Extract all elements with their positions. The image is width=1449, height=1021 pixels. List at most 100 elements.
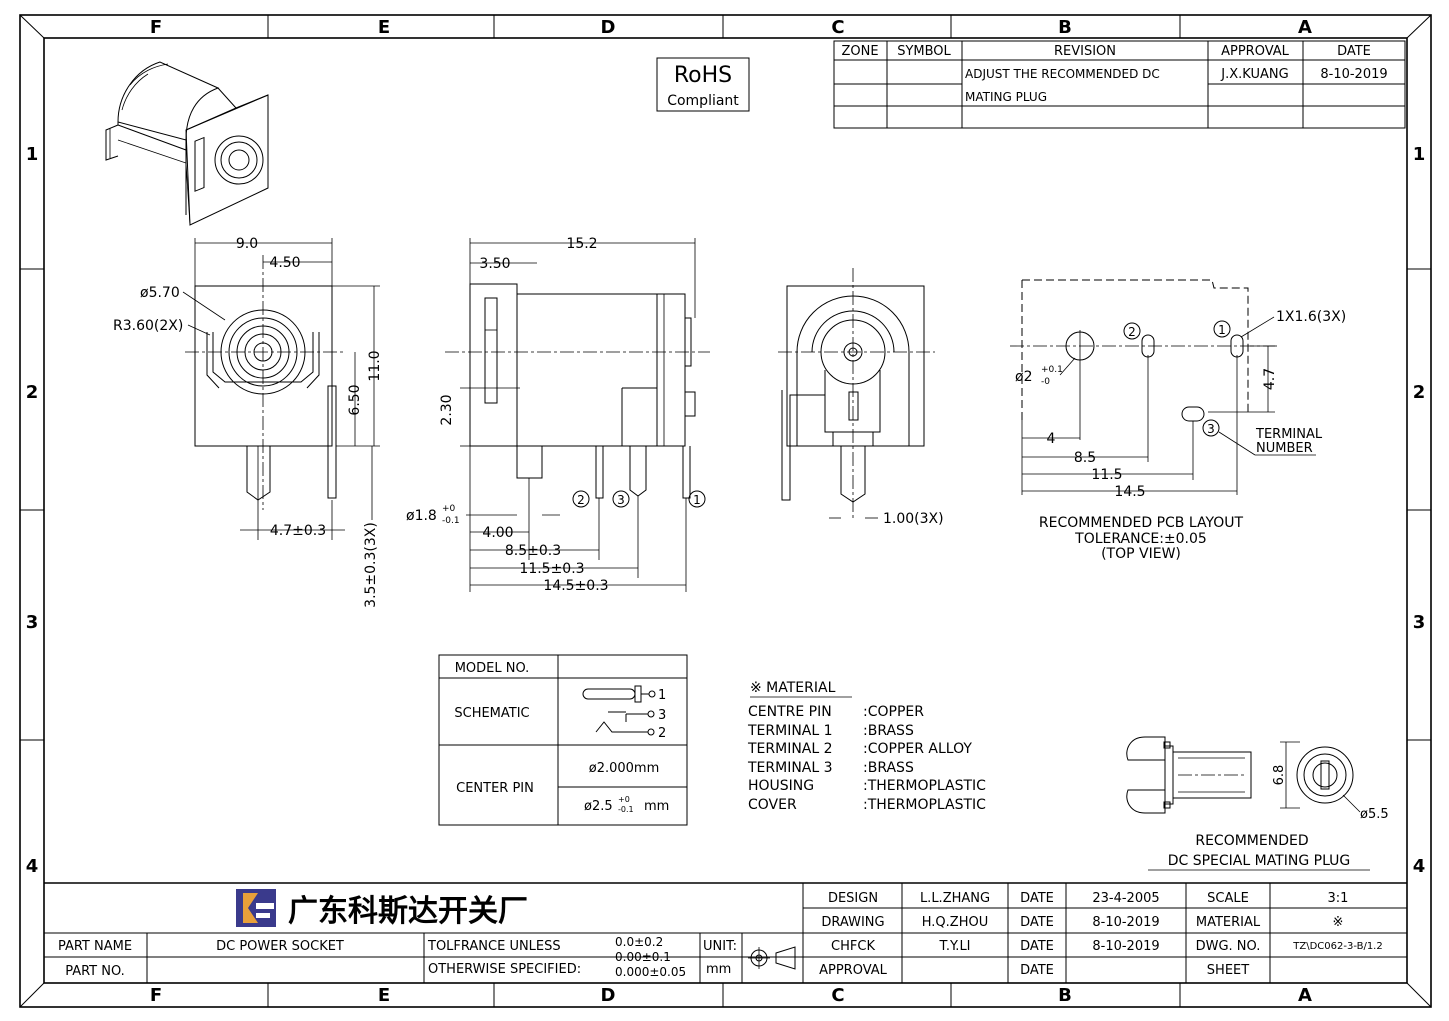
- date-label: DATE: [1020, 915, 1054, 930]
- pcb-hole-tol-plus: +0.1: [1041, 365, 1063, 375]
- sheet-frame: [19, 14, 1432, 1008]
- col-label-top: F: [150, 17, 162, 38]
- check-label: CHFCK: [831, 939, 875, 954]
- material-value: :BRASS: [863, 723, 914, 739]
- material-list: ※ MATERIAL CENTRE PIN :COPPER TERMINAL 1…: [747, 680, 986, 813]
- rohs-stamp: RoHS Compliant: [656, 57, 750, 112]
- side-dim-115: 11.5±0.3: [519, 561, 584, 577]
- center-pin-b-plus: +0: [618, 795, 630, 804]
- material-part: TERMINAL 1: [747, 723, 833, 739]
- check-date: 8-10-2019: [1092, 939, 1159, 954]
- material-part: CENTRE PIN: [748, 704, 832, 720]
- col-label-bottom: C: [831, 985, 844, 1006]
- plug-caption: RECOMMENDED: [1195, 833, 1308, 849]
- dwg-no-label: DWG. NO.: [1196, 939, 1261, 954]
- pcb-hole-tol-minus: -0: [1041, 377, 1050, 387]
- front-diameter-dim: ø5.70: [140, 285, 180, 301]
- row-label-left: 4: [26, 856, 39, 877]
- col-label-bottom: B: [1058, 985, 1072, 1006]
- center-pin-label: CENTER PIN: [456, 781, 534, 796]
- revision-header-revision: REVISION: [1054, 44, 1116, 59]
- front-half-width-dim: 4.50: [269, 255, 300, 271]
- schematic-pin-label: 2: [658, 726, 666, 741]
- projection-symbol-icon: [748, 946, 796, 970]
- pcb-pin-callout: 2: [1128, 325, 1136, 339]
- tolerance-value: 0.000±0.05: [615, 965, 686, 979]
- plug-dia-dim: ø5.5: [1360, 807, 1389, 822]
- pcb-dim-4: 4: [1047, 431, 1056, 447]
- revision-header-approval: APPROVAL: [1221, 44, 1290, 59]
- designer: L.L.ZHANG: [920, 891, 990, 906]
- row-label-right: 3: [1413, 612, 1426, 633]
- date-label: DATE: [1020, 939, 1054, 954]
- material-value: ※: [1333, 915, 1344, 930]
- pcb-slot-dim: 1X1.6(3X): [1276, 309, 1346, 325]
- material-part: HOUSING: [748, 778, 814, 794]
- row-label-left: 2: [26, 382, 39, 403]
- pcb-layout: 4.7 4 8.5 11.5 14.5 ø2 +0.1 -0 1X1.6(3X)…: [1010, 279, 1346, 562]
- drawing-date: 8-10-2019: [1092, 915, 1159, 930]
- revision-text-line2: MATING PLUG: [965, 90, 1047, 104]
- design-label: DESIGN: [828, 891, 878, 906]
- revision-header-symbol: SYMBOL: [897, 44, 951, 59]
- side-pin-tol-plus: +0: [442, 504, 456, 514]
- center-pin-b-unit: mm: [644, 799, 669, 814]
- col-label-top: A: [1298, 17, 1312, 38]
- row-label-left: 3: [26, 612, 39, 633]
- revision-table: ZONE SYMBOL REVISION APPROVAL DATE ADJUS…: [833, 40, 1406, 129]
- row-label-right: 1: [1413, 144, 1426, 165]
- pcb-pin-callout: 1: [1218, 323, 1226, 337]
- scale-value: 3:1: [1328, 891, 1349, 906]
- approval-label: APPROVAL: [819, 963, 888, 978]
- company-name: 广东科斯达开关厂: [288, 894, 528, 929]
- col-label-top: B: [1058, 17, 1072, 38]
- side-dim-145: 14.5±0.3: [543, 578, 608, 594]
- side-pin-callout: 1: [693, 493, 701, 507]
- tolerance-line2: OTHERWISE SPECIFIED:: [428, 962, 581, 977]
- rohs-title: RoHS: [674, 63, 732, 88]
- isometric-view: [105, 61, 269, 226]
- pcb-view-note: (TOP VIEW): [1101, 546, 1181, 562]
- col-label-bottom: A: [1298, 985, 1312, 1006]
- zone-labels: F E D C B A F E D C B A 1 2 3 4 1 2 3 4: [26, 17, 1426, 1006]
- front-pin-offset-dim: 4.7±0.3: [270, 523, 326, 539]
- col-label-bottom: D: [601, 985, 616, 1006]
- pcb-dim-145: 14.5: [1114, 484, 1145, 500]
- schematic-symbol: 1 3 2: [582, 685, 666, 741]
- material-value: :BRASS: [863, 760, 914, 776]
- front-center-height-dim: 6.50: [347, 384, 363, 415]
- front-radius-dim: R3.60(2X): [113, 318, 183, 334]
- material-part: TERMINAL 2: [747, 741, 833, 757]
- row-label-right: 4: [1413, 856, 1426, 877]
- mating-plug: 6.8 ø5.5 RECOMMENDED DC SPECIAL MATING P…: [1126, 736, 1389, 871]
- drawing-label: DRAWING: [821, 915, 884, 930]
- material-part: COVER: [748, 797, 797, 813]
- tolerance-line1: TOLFRANCE UNLESS: [427, 939, 561, 954]
- pcb-dim-115: 11.5: [1091, 467, 1122, 483]
- material-part: TERMINAL 3: [747, 760, 833, 776]
- plug-height-dim: 6.8: [1272, 765, 1287, 786]
- part-name-label: PART NAME: [58, 939, 132, 954]
- row-label-left: 1: [26, 144, 39, 165]
- unit-label: UNIT:: [703, 939, 737, 954]
- dwg-no: TZ\DC062-3-B/1.2: [1292, 941, 1382, 952]
- side-dim-400: 4.00: [482, 525, 513, 541]
- front-width-dim: 9.0: [236, 236, 258, 252]
- side-pin-tol-minus: -0.1: [442, 516, 460, 526]
- terminal-number-line2: NUMBER: [1256, 441, 1313, 456]
- company-logo: [236, 889, 276, 927]
- material-value: :THERMOPLASTIC: [863, 797, 986, 813]
- revision-text-line1: ADJUST THE RECOMMENDED DC: [965, 67, 1160, 81]
- side-pin-callout: 2: [577, 493, 585, 507]
- material-value: :COPPER ALLOY: [863, 741, 972, 757]
- side-pin-callout: 3: [617, 493, 625, 507]
- side-front-offset-dim: 3.50: [479, 256, 510, 272]
- col-label-top: D: [601, 17, 616, 38]
- side-dim-85: 8.5±0.3: [505, 543, 561, 559]
- front-view: 9.0 4.50 ø5.70 R3.60(2X) 11.0 6.50 4.7±0…: [113, 236, 383, 608]
- pcb-dim-85: 8.5: [1074, 450, 1096, 466]
- pcb-dim-47: 4.7: [1262, 368, 1278, 390]
- revision-date: 8-10-2019: [1320, 67, 1387, 82]
- side-height-dim: 2.30: [439, 394, 455, 425]
- model-table: MODEL NO. SCHEMATIC CENTER PIN 1 3 2 ø2.…: [438, 654, 688, 826]
